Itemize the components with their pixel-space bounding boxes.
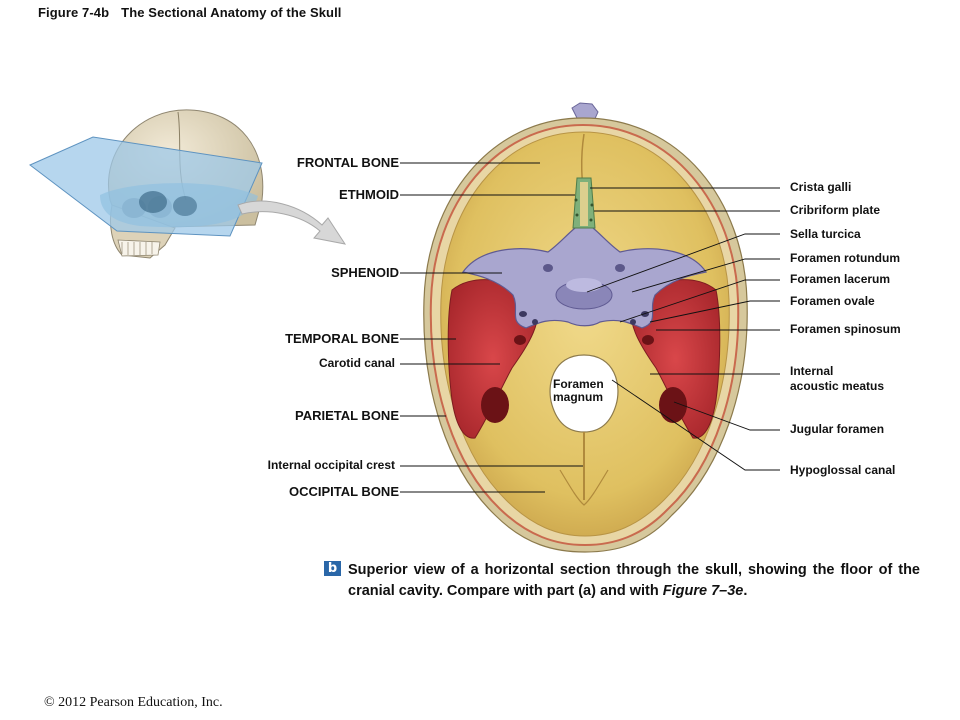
label-foramen-magnum-line1: Foramen [553,377,604,391]
label-carotid-canal: Carotid canal [318,356,395,370]
label-sphenoid: SPHENOID [331,265,399,280]
label-occipital-bone: OCCIPITAL BONE [288,484,399,499]
leader-lines-right [586,187,780,471]
label-sella-turcica: Sella turcica [790,227,861,241]
label-ethmoid: ETHMOID [339,187,399,202]
label-temporal-bone: TEMPORAL BONE [285,331,399,346]
label-foramen-magnum-line2: magnum [553,390,604,404]
label-parietal-bone: PARIETAL BONE [294,408,399,423]
label-foramen-magnum: Foramen magnum [553,378,604,404]
figure-title-text: The Sectional Anatomy of the Skull [121,5,342,20]
figure-title: Figure 7-4b The Sectional Anatomy of the … [38,5,342,20]
label-jugular-foramen: Jugular foramen [790,422,885,436]
label-foramen-lacerum: Foramen lacerum [790,272,891,286]
label-internal-acoustic-meatus: Internal acoustic meatus [790,364,884,394]
leader-lines-left [400,162,583,493]
caption-badge: b [324,561,341,576]
copyright-notice: © 2012 Pearson Education, Inc. [44,695,223,710]
label-cribriform-plate: Cribriform plate [790,203,881,217]
label-foramen-ovale: Foramen ovale [790,294,875,308]
caption-figure-reference: Figure 7–3e [662,583,744,599]
label-foramen-rotundum: Foramen rotundum [790,251,900,265]
direction-arrow [237,200,347,245]
figure-caption: Superior view of a horizontal section th… [348,560,920,602]
label-internal-acoustic-meatus-line1: Internal [790,364,834,378]
label-internal-occipital-crest: Internal occipital crest [267,458,395,472]
label-crista-galli: Crista galli [790,180,852,194]
label-frontal-bone: FRONTAL BONE [296,155,399,170]
label-hypoglossal-canal: Hypoglossal canal [790,463,896,477]
label-foramen-spinosum: Foramen spinosum [790,322,901,336]
caption-end: . [743,583,748,599]
cranial-floor-section [423,102,748,553]
label-internal-acoustic-meatus-line2: acoustic meatus [790,379,885,393]
orientation-skull-inset [29,109,264,259]
figure-number: Figure 7-4b [38,5,110,20]
caption-text: Superior view of a horizontal section th… [348,562,920,599]
